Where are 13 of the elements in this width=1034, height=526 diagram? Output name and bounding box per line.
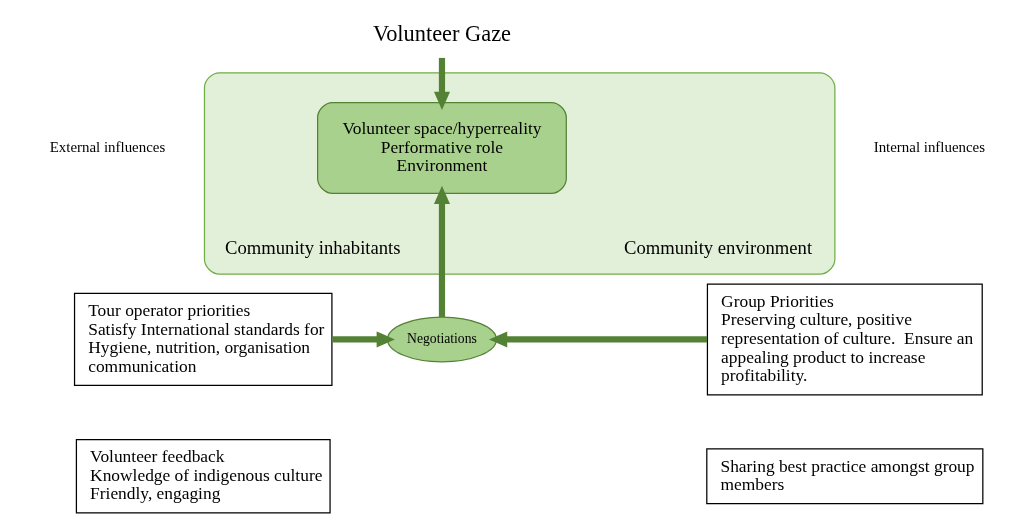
node-box: Tour operator priorities Satisfy International standards for Hygiene, nutrition, organisation communication <box>73 292 333 387</box>
label: External influences <box>49 138 165 155</box>
arrow <box>433 57 450 111</box>
node-box: Group Priorities Preserving culture, positive representation of culture. Ensure an appealing product to increase profitability. <box>706 283 983 396</box>
node-text: Volunteer Gaze <box>372 20 511 46</box>
arrow <box>331 331 395 348</box>
node-box: Sharing best practice amongst group members <box>705 448 983 505</box>
node-box: Volunteer space/hyperreality Performative role Environment <box>316 101 567 194</box>
node-ellipse: Negotiations <box>386 316 497 363</box>
node-box: Volunteer feedback Knowledge of indigenous culture Friendly, engaging <box>75 438 331 514</box>
arrow <box>433 185 450 317</box>
arrow <box>488 331 707 348</box>
label: Internal influences <box>873 138 985 155</box>
